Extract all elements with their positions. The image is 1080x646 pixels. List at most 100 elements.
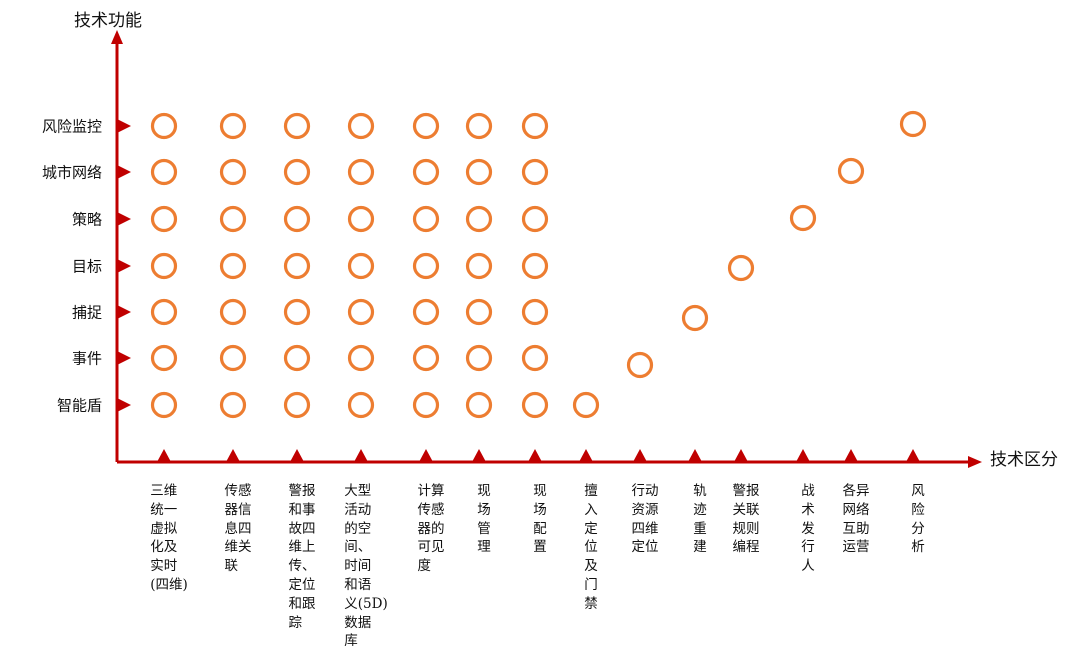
- x-axis-label-line: 和事: [288, 501, 316, 518]
- x-axis-label-line: 实时: [150, 558, 178, 575]
- capability-circle-marker: [521, 391, 549, 419]
- x-axis-label-line: 位: [584, 539, 598, 556]
- x-axis-label-line: 定: [584, 520, 598, 537]
- x-axis-label-line: 行: [801, 539, 815, 556]
- capability-circle-marker: [347, 344, 375, 372]
- x-axis-label-line: 关联: [732, 501, 760, 518]
- x-tick-marker-icon: [688, 449, 702, 462]
- x-axis-label-line: 禁: [584, 595, 598, 612]
- capability-circle-marker: [572, 391, 600, 419]
- capability-circle-marker: [727, 254, 755, 282]
- x-axis-label-line: 时间: [344, 558, 372, 575]
- capability-circle-marker: [219, 298, 247, 326]
- x-axis-label-line: 险: [911, 501, 925, 518]
- y-axis-label: 捕捉: [71, 303, 102, 322]
- x-tick-marker-icon: [226, 449, 240, 462]
- x-axis-label-line: 及: [584, 558, 598, 575]
- x-axis-label-line: 迹: [693, 501, 707, 518]
- x-axis-label-line: 入: [584, 501, 598, 518]
- capability-circle-marker: [465, 391, 493, 419]
- capability-circle-marker: [412, 158, 440, 186]
- capability-circle-marker: [283, 344, 311, 372]
- capability-circle-marker: [521, 252, 549, 280]
- capability-circle-marker: [789, 204, 817, 232]
- capability-circle-marker: [347, 391, 375, 419]
- capability-circle-marker: [283, 252, 311, 280]
- x-tick-marker-icon: [579, 449, 593, 462]
- capability-circle-marker: [150, 112, 178, 140]
- x-axis-label: 大型活动的空间、时间和语义(5D)数据库: [344, 482, 387, 646]
- x-axis-label-line: 传感: [224, 483, 252, 499]
- capability-circle-marker: [412, 344, 440, 372]
- x-axis-label-line: 运营: [842, 539, 870, 556]
- capability-circle-marker: [412, 112, 440, 140]
- capability-circle-marker: [347, 112, 375, 140]
- x-axis-label-line: 术: [801, 501, 815, 518]
- x-tick-marker-icon: [354, 449, 368, 462]
- y-axis-label: 城市网络: [41, 163, 102, 182]
- capability-circle-marker: [150, 298, 178, 326]
- capability-circle-marker: [521, 112, 549, 140]
- y-tick-marker-icon: [117, 165, 131, 179]
- capability-circle-marker: [219, 205, 247, 233]
- capability-circle-marker: [465, 205, 493, 233]
- x-tick-marker-icon: [419, 449, 433, 462]
- x-axis-label-line: 网络: [842, 501, 870, 518]
- x-tick-marker-icon: [290, 449, 304, 462]
- x-axis-label-line: 分: [911, 520, 925, 537]
- x-axis-label-line: 维上: [288, 539, 316, 556]
- x-axis-label-line: 化及: [150, 539, 178, 556]
- x-tick-marker-icon: [633, 449, 647, 462]
- y-axis-label: 智能盾: [56, 396, 102, 415]
- y-tick-marker-icon: [117, 212, 131, 226]
- x-axis-label-line: 规则: [732, 520, 760, 537]
- capability-circle-marker: [521, 344, 549, 372]
- x-axis-label-line: 资源: [631, 501, 659, 518]
- capability-circle-marker: [150, 391, 178, 419]
- x-axis-label-line: 场: [533, 501, 547, 518]
- x-axis-label-line: (四维): [150, 576, 188, 593]
- capability-circle-marker: [521, 158, 549, 186]
- x-axis-label: 现场配置: [533, 482, 547, 557]
- capability-circle-marker: [412, 391, 440, 419]
- capability-circle-marker: [283, 158, 311, 186]
- x-axis-label-line: 和语: [344, 576, 372, 593]
- x-axis-label-line: 库: [344, 633, 358, 646]
- x-axis-label-line: 虚拟: [150, 520, 178, 537]
- x-axis-label-line: 置: [533, 539, 547, 556]
- capability-circle-marker: [150, 205, 178, 233]
- x-axis-label: 现场管理: [477, 482, 491, 557]
- capability-circle-marker: [465, 344, 493, 372]
- x-tick-marker-icon: [528, 449, 542, 462]
- x-axis-label: 战术发行人: [801, 482, 815, 576]
- capability-circle-marker: [899, 110, 927, 138]
- x-axis-label-line: 义(5D): [344, 595, 388, 612]
- x-axis-label-line: 可见: [417, 539, 445, 556]
- x-axis-arrow-icon: [968, 456, 982, 468]
- x-axis-label-line: 的空: [344, 520, 372, 537]
- x-axis-label-line: 维关: [224, 539, 252, 556]
- x-axis-label-line: 现: [477, 483, 491, 499]
- capability-circle-marker: [412, 252, 440, 280]
- x-axis-label-line: 定位: [288, 576, 316, 593]
- capability-circle-marker: [283, 205, 311, 233]
- x-axis-label: 传感器信息四维关联: [225, 482, 252, 576]
- capability-circle-marker: [219, 391, 247, 419]
- y-axis-label: 策略: [71, 210, 102, 229]
- x-axis-label-line: 踪: [288, 614, 303, 631]
- x-axis-label-line: 故四: [288, 520, 316, 537]
- x-axis-label: 行动资源四维定位: [632, 482, 659, 557]
- x-axis-label-line: 大型: [344, 483, 372, 499]
- x-axis-label: 计算传感器的可见度: [418, 482, 445, 576]
- x-axis-label-line: 重: [693, 520, 707, 537]
- capability-circle-marker: [219, 158, 247, 186]
- capability-circle-marker: [465, 252, 493, 280]
- x-axis-label-line: 数据: [344, 614, 372, 631]
- x-axis-label-line: 风: [911, 483, 925, 499]
- capability-circle-marker: [521, 298, 549, 326]
- x-tick-marker-icon: [734, 449, 748, 462]
- y-axis-label: 风险监控: [41, 117, 102, 136]
- capability-circle-marker: [219, 252, 247, 280]
- x-axis-label-line: 统一: [150, 501, 178, 518]
